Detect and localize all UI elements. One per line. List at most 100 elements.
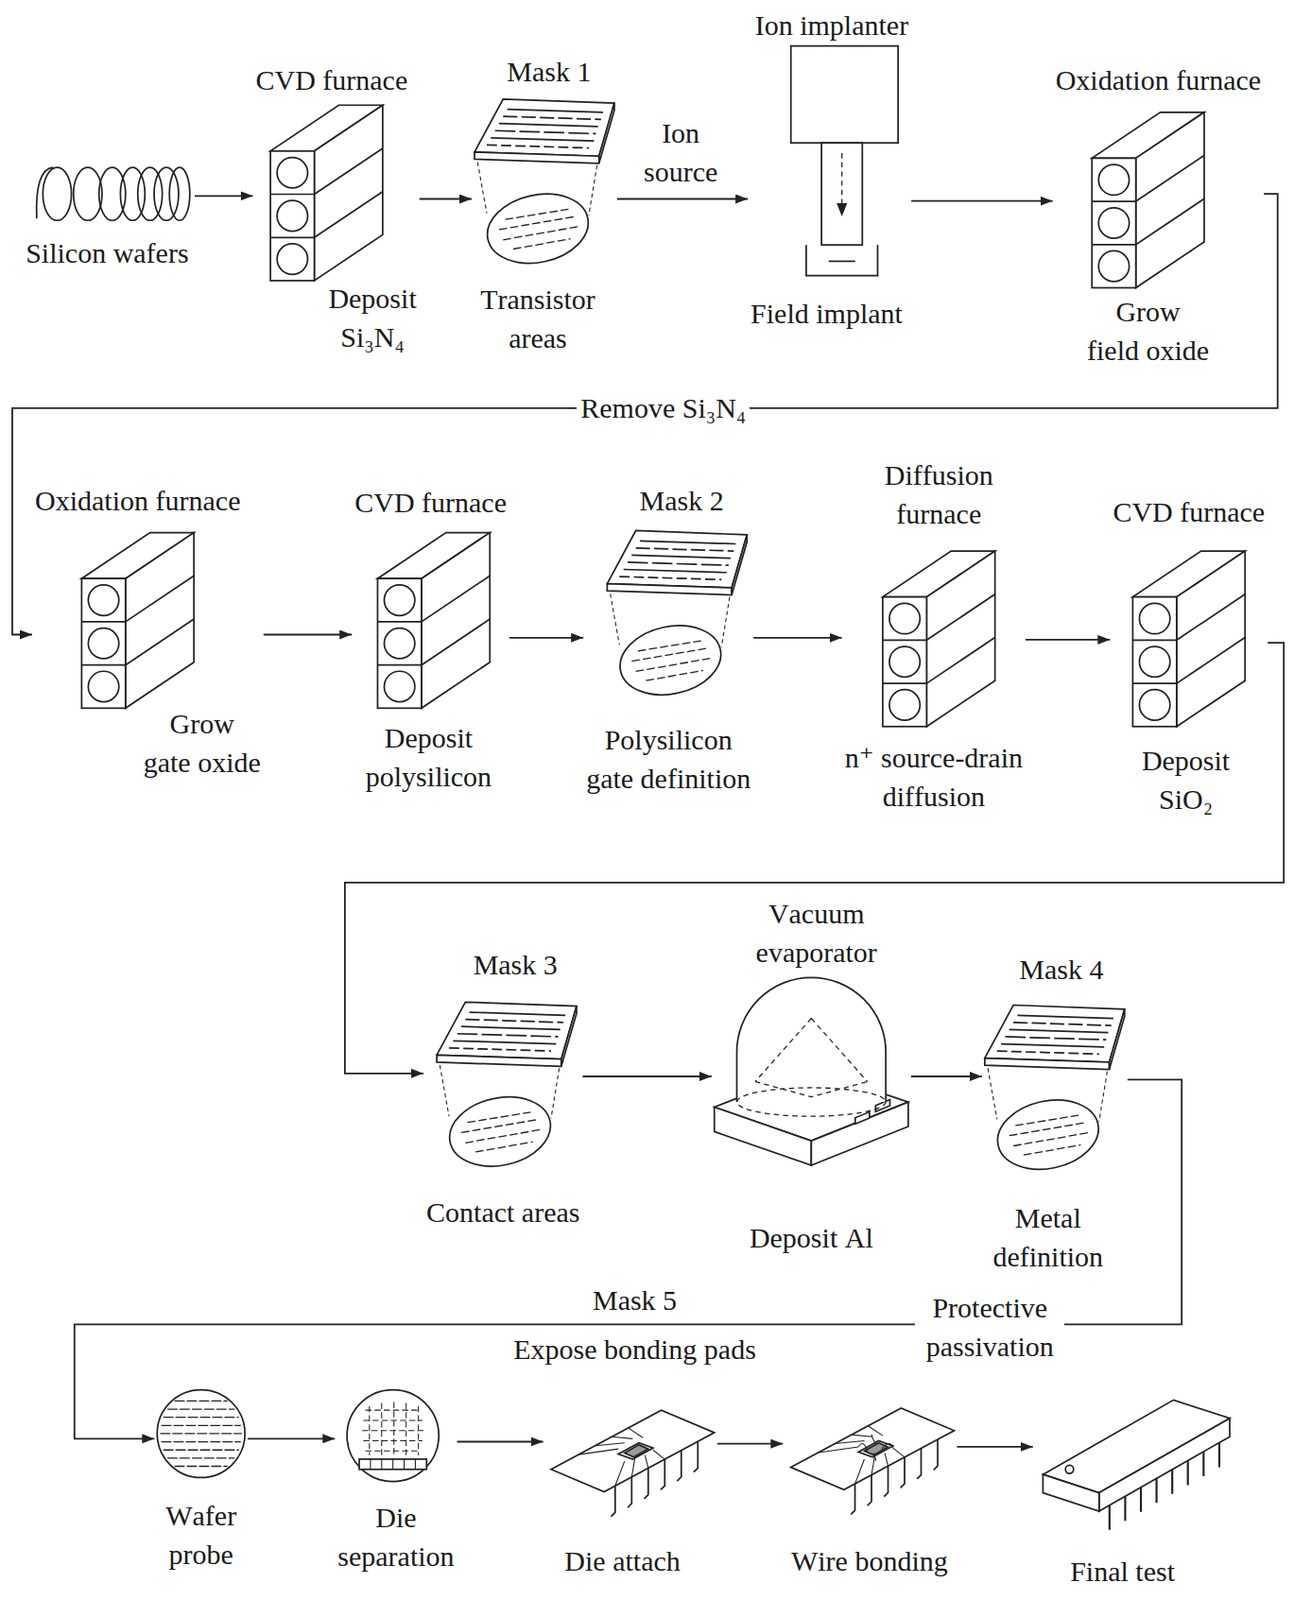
wire-bonding-icon: [791, 1408, 955, 1515]
process-step: Wafer probe: [154, 1386, 248, 1572]
equipment-title: Oxidation furnace: [34, 481, 241, 520]
furnace-icon: [1091, 112, 1205, 289]
wire-bonding-icon: [850, 1439, 938, 1515]
wafer-probe-icon: [163, 1416, 240, 1418]
equipment-title: Vacuum evaporator: [751, 894, 882, 972]
wire-bonding-icon: [818, 1426, 905, 1484]
process-step: CVD furnaceDeposit Si₃N₄: [252, 61, 419, 356]
flow-arrow: [263, 634, 352, 637]
process-step: Diffusion furnace n⁺ source-drain diffusi…: [842, 456, 1026, 815]
flow-arrow: [753, 637, 843, 639]
process-step: Mask 3 Contact areas: [423, 946, 583, 1231]
die-separation-icon: [393, 1401, 395, 1457]
die-separation-icon: [405, 1403, 407, 1458]
step-label: Contact areas: [426, 1192, 580, 1232]
wafer-coil: [99, 167, 126, 221]
step-label: Transistor areas: [472, 279, 604, 358]
step-label: Die attach: [564, 1541, 680, 1581]
wafer-probe-icon: [161, 1441, 242, 1443]
step-label: n⁺ source-drain diffusion: [840, 738, 1028, 816]
vacuum-evaporator-icon: [737, 1087, 887, 1117]
die-attach-icon: [551, 1410, 715, 1517]
flow-arrow: [12, 193, 1278, 635]
wafer-probe-icon: [167, 1408, 235, 1410]
process-step: Die separation: [334, 1386, 457, 1574]
flow-arrow: [419, 198, 472, 201]
vacuum-evaporator-icon: [737, 977, 887, 1103]
flow-arrow: [583, 1075, 712, 1078]
flow-arrow: [247, 1437, 335, 1440]
flow-arrow: [1025, 638, 1110, 641]
step-label: Final test: [1069, 1552, 1175, 1591]
process-step: Vacuum evaporatorDeposit Al: [711, 895, 912, 1257]
mask-icon: [606, 530, 747, 704]
wafer-coil: [138, 167, 163, 221]
ion-implanter-icon: [806, 244, 879, 276]
process-step: CVD furnaceDeposit SiO₂: [1109, 493, 1268, 817]
wire-bonding-icon: [858, 1434, 894, 1461]
ion-implanter-icon: [841, 153, 843, 207]
die-separation-icon: [346, 1390, 439, 1483]
die-separation-icon: [380, 1403, 382, 1458]
die-separation-icon: [365, 1450, 421, 1452]
step-label: Silicon wafers: [25, 233, 189, 273]
process-step: Oxidation furnaceGrow gate oxide: [32, 482, 264, 781]
equipment-title: CVD furnace: [255, 60, 408, 100]
equipment-title: Oxidation furnace: [1055, 60, 1261, 100]
flow-arrow: [509, 637, 584, 639]
step-label: Wafer probe: [158, 1496, 244, 1574]
step-label: Field implant: [750, 293, 903, 333]
step-label: Deposit Si₃N₄: [315, 278, 430, 357]
step-label: Die separation: [331, 1498, 460, 1576]
process-step: Ion implanterField implant: [747, 6, 912, 331]
ion-implanter-icon: [791, 46, 898, 277]
wire-bonding-icon: [791, 1408, 955, 1490]
wafer-probe-icon: [161, 1425, 242, 1427]
process-step: Final test: [1033, 1395, 1233, 1590]
furnace-icon: [377, 533, 490, 709]
equipment-title: CVD furnace: [1112, 492, 1265, 532]
final-test-package-icon: [1099, 1418, 1230, 1512]
equipment-title: Mask 3: [473, 945, 558, 984]
die-separation-icon: [368, 1406, 370, 1456]
vacuum-evaporator-icon: [755, 1018, 868, 1098]
wafer-coil: [154, 167, 179, 221]
wafer-coil: [73, 167, 103, 221]
step-label: Metal definition: [983, 1198, 1112, 1277]
edge-label: Remove Si₃N₄: [576, 388, 750, 428]
final-test-package-icon: [1042, 1474, 1099, 1512]
wafer-probe-icon: [163, 1449, 240, 1451]
flow-arrow: [957, 1446, 1034, 1449]
process-step: Mask 1 Transistor areas: [471, 52, 618, 357]
process-step: Mask 4Metal definition: [982, 950, 1128, 1275]
process-step: Oxidation furnaceGrow field oxide: [1052, 61, 1264, 369]
die-separation-icon: [362, 1430, 424, 1432]
die-separation-icon: [346, 1390, 439, 1483]
mask-icon: [474, 99, 615, 273]
step-label: Deposit SiO₂: [1129, 741, 1243, 819]
process-step: CVD furnaceDeposit polysilicon: [351, 483, 510, 795]
flow-arrow: [457, 1441, 544, 1444]
flow-arrow: [911, 200, 1053, 203]
wafer-coil: [36, 167, 190, 221]
final-test-package-icon: [1109, 1442, 1220, 1530]
die-separation-icon: [359, 1459, 427, 1470]
annotation-label: Mask 5: [588, 1280, 681, 1320]
flow-arrow: [911, 1075, 983, 1078]
wafer-probe-icon: [160, 1400, 242, 1467]
wire-bonding-icon: [863, 1443, 888, 1456]
die-separation-icon: [370, 1459, 416, 1470]
process-step: Mask 2Polysilicon gate definition: [583, 482, 754, 798]
die-attach-icon: [610, 1441, 698, 1517]
equipment-title: Mask 1: [506, 51, 591, 91]
flow-arrow: [717, 1443, 784, 1446]
wafer-probe-icon: [174, 1400, 228, 1402]
die-attach-icon: [624, 1445, 649, 1458]
flow-arrow: [617, 198, 748, 201]
equipment-title: Diffusion furnace: [879, 455, 999, 534]
ion-implanter-icon: [821, 142, 863, 245]
die-separation-icon: [365, 1410, 421, 1412]
die-attach-icon: [578, 1428, 665, 1486]
wafer-probe-icon: [156, 1390, 245, 1479]
ion-implanter-icon: [791, 46, 898, 144]
